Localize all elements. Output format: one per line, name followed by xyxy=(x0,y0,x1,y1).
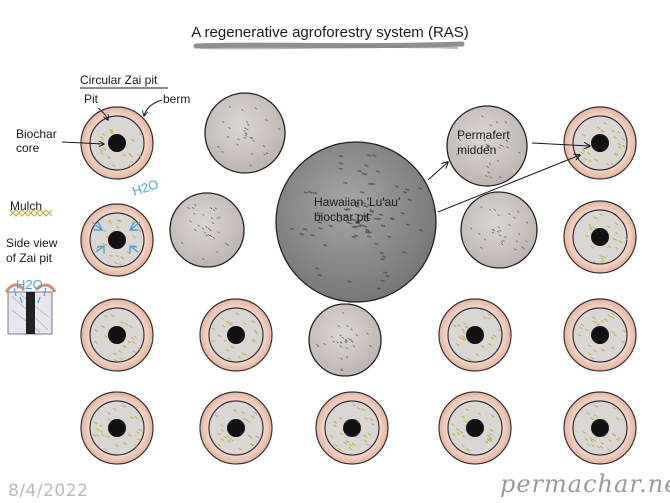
zai-pit-7 xyxy=(315,391,389,465)
zai-pit-4 xyxy=(80,391,154,465)
zai-pit-side-view-icon: H2O xyxy=(4,277,57,335)
page-title: A regenerative agroforestry system (RAS) xyxy=(191,24,469,41)
water-flow-arrows xyxy=(91,221,141,254)
midden-label-2: midden xyxy=(457,143,496,157)
midden-to-zai-arrow xyxy=(531,143,590,146)
biomass-pile-4 xyxy=(460,191,538,269)
biomass-pile-1 xyxy=(204,92,286,174)
zai-pit-2 xyxy=(80,203,154,277)
zai-pit-11 xyxy=(563,200,637,274)
legend-zai-pit-label: Circular Zai pit xyxy=(80,73,158,87)
circle-layer xyxy=(80,92,637,465)
side-view-label-2: of Zai pit xyxy=(6,251,53,265)
biochar-core-arrow xyxy=(61,142,104,144)
side-view-water-label: H2O xyxy=(16,277,43,292)
legend-berm-label: berm xyxy=(163,92,190,106)
zai-pit-3 xyxy=(80,298,154,372)
zai-pit-8 xyxy=(438,298,512,372)
water-label: H2O xyxy=(130,176,160,199)
berm-pointer-arrow xyxy=(144,99,163,116)
brand-watermark: permachar.net xyxy=(500,470,670,498)
biomass-pile-2 xyxy=(169,192,245,268)
legend-pit-label: Pit xyxy=(84,92,99,106)
side-view-label-1: Side view xyxy=(6,236,58,250)
luau-pit-label-2: biochar pit xyxy=(314,210,370,224)
luau-pit-label-1: Hawaiian 'Lu'au' xyxy=(314,195,400,209)
biomass-pile-3 xyxy=(308,303,382,377)
zai-pit-12 xyxy=(563,298,637,372)
midden-label-1: Permafert xyxy=(457,128,510,142)
pit-pointer-arrow xyxy=(97,107,108,120)
zai-pit-10 xyxy=(563,106,637,180)
biochar-core-label-1: Biochar xyxy=(16,127,57,141)
date-stamp: 8/4/2022 xyxy=(8,481,88,501)
zai-pit-1 xyxy=(80,106,154,180)
zai-pit-5 xyxy=(199,298,273,372)
luau-to-midden-arrow xyxy=(427,162,448,181)
biochar-core-label-2: core xyxy=(16,141,40,155)
zai-pit-13 xyxy=(563,391,637,465)
luau-biochar-pit xyxy=(275,141,437,303)
zai-pit-6 xyxy=(199,391,273,465)
luau-to-zai-arrow xyxy=(437,155,580,213)
zai-pit-9 xyxy=(438,391,512,465)
mulch-icon xyxy=(9,209,53,217)
title-underline xyxy=(193,41,465,49)
permafert-midden xyxy=(446,105,528,187)
